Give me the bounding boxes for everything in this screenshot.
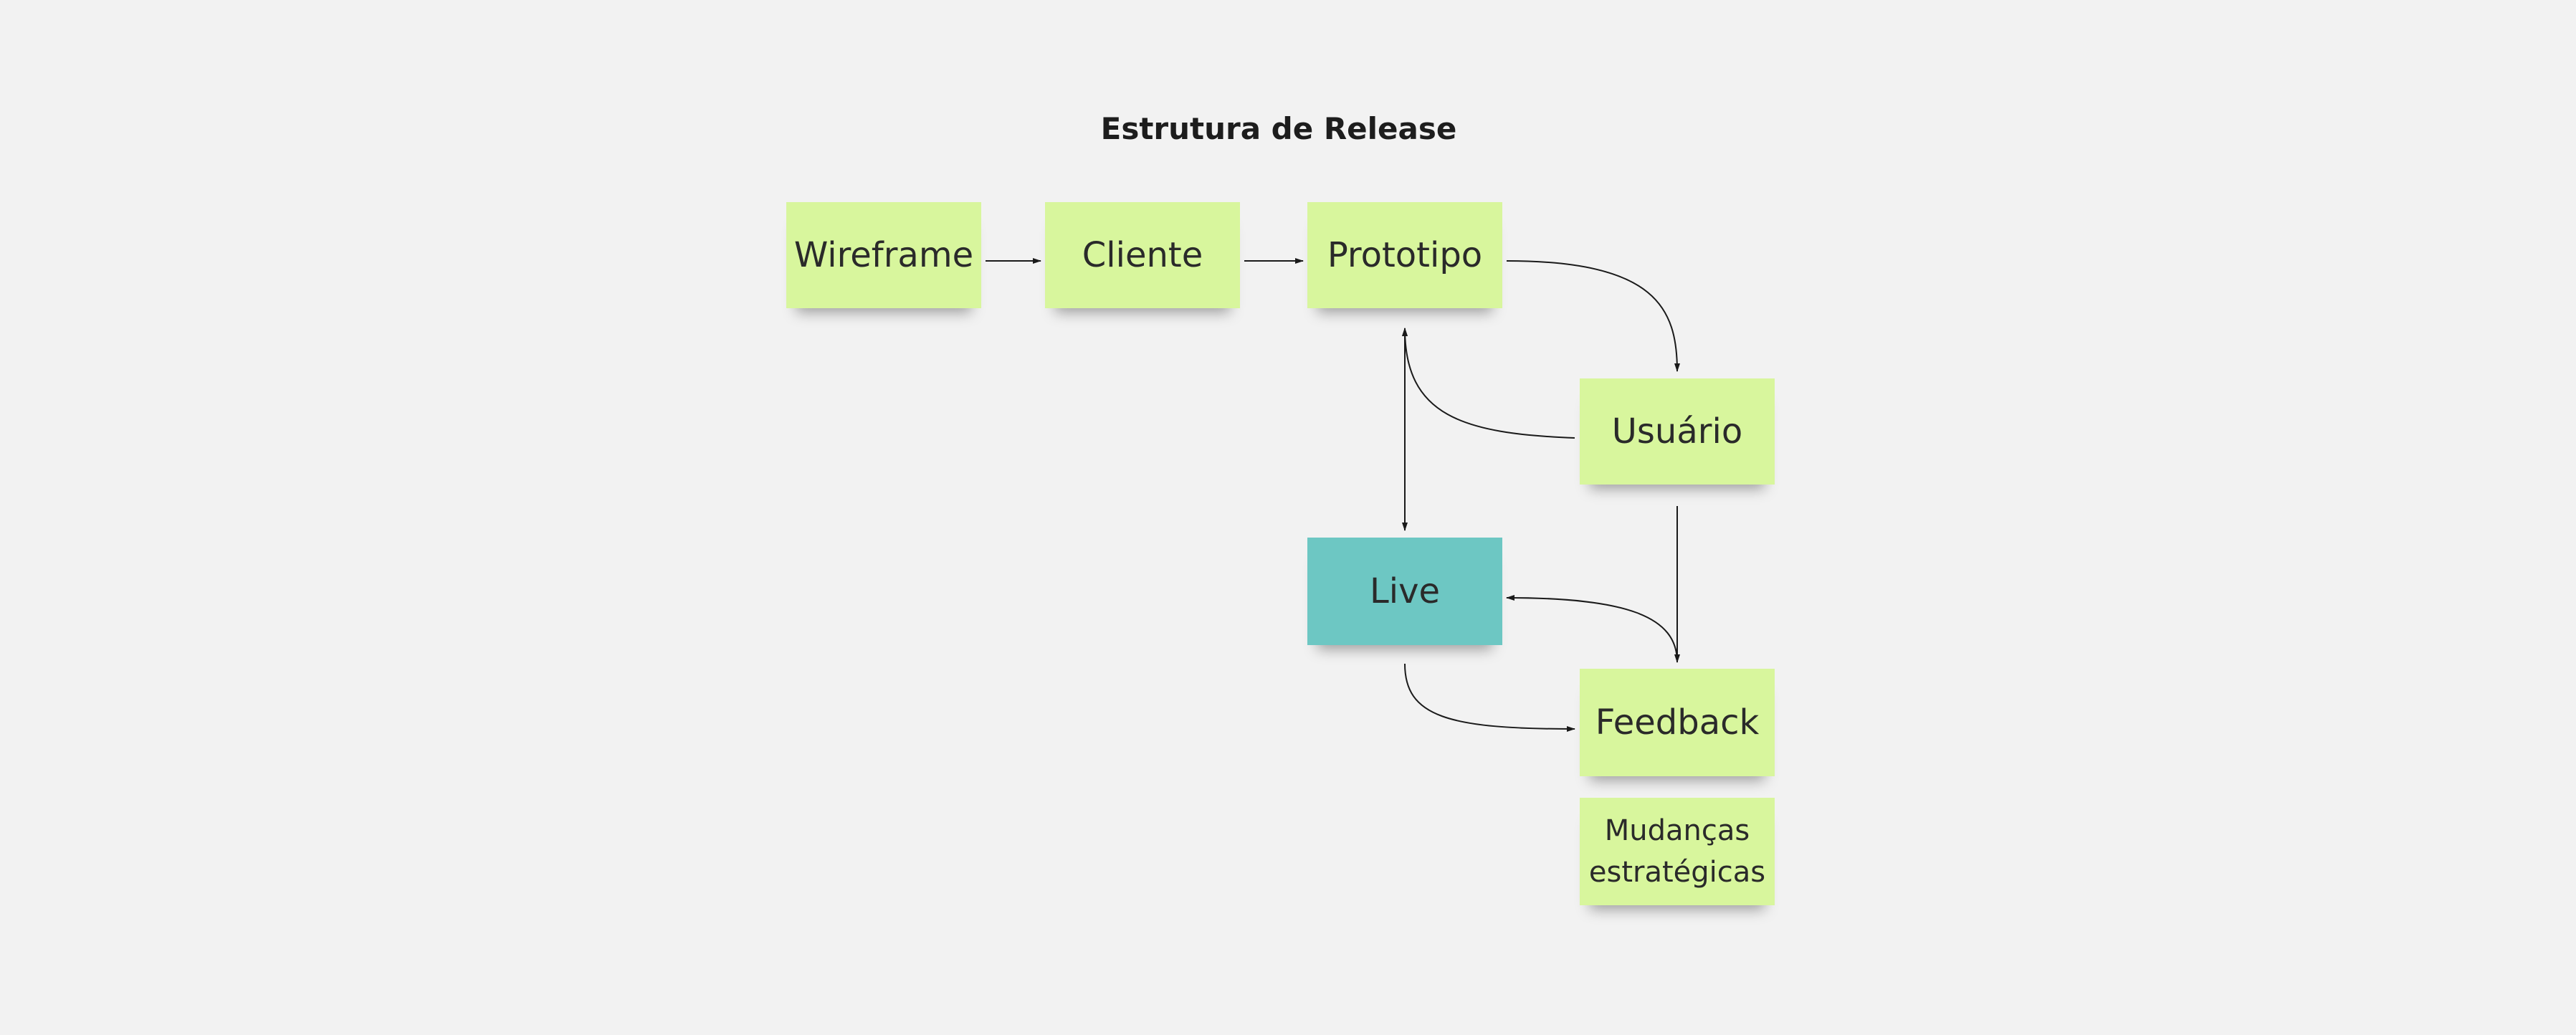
edge-prototipo-to-usuario [1506,260,1680,372]
sticky-note-label: Cliente [1082,235,1203,275]
sticky-note-label: Mudanças estratégicas [1588,814,1766,889]
sticky-note-wireframe[interactable]: Wireframe [786,202,981,308]
diagram-title: Estrutura de Release [1100,111,1457,146]
sticky-note-cliente[interactable]: Cliente [1045,202,1240,308]
sticky-note-feedback[interactable]: Feedback [1580,669,1775,776]
sticky-note-live[interactable]: Live [1307,538,1502,645]
edge-live-to-feedback [1404,663,1575,732]
sticky-note-label: Wireframe [793,235,974,275]
sticky-note-label: Prototipo [1327,235,1483,275]
sticky-note-label: Feedback [1595,702,1760,743]
sticky-note-usuario[interactable]: Usuário [1580,378,1775,485]
edge-usuario-to-prototipo [1402,328,1575,439]
edge-feedback-to-live [1506,595,1678,663]
sticky-note-label: Usuário [1611,411,1743,452]
sticky-note-mudancas-estrategicas[interactable]: Mudanças estratégicas [1580,798,1775,905]
sticky-note-label: Live [1369,571,1440,611]
sticky-note-prototipo[interactable]: Prototipo [1307,202,1502,308]
